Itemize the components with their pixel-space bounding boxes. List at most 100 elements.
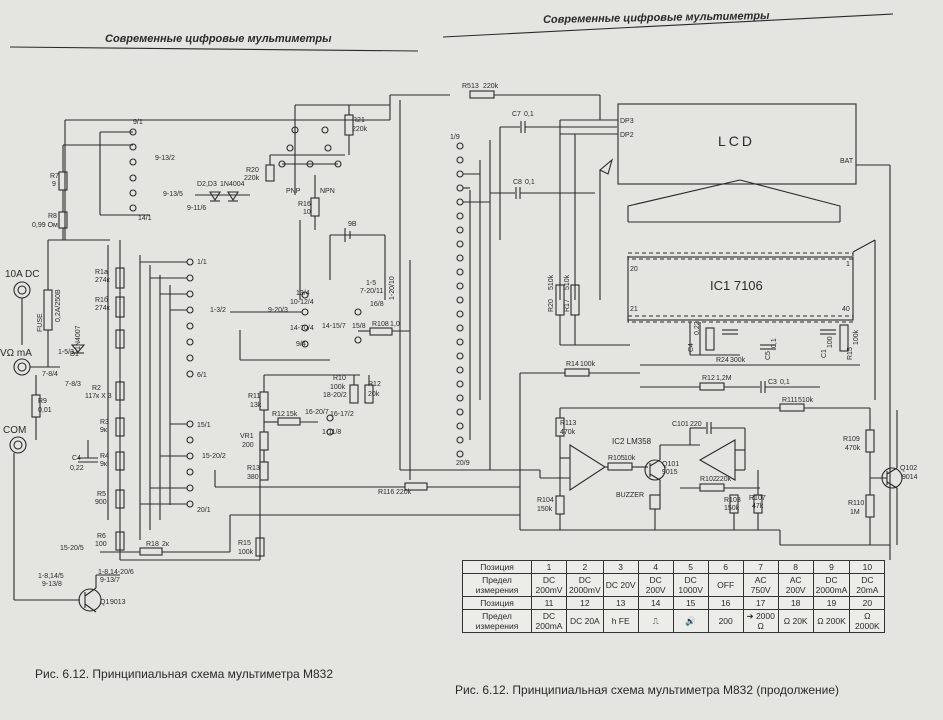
label-r8: R8 <box>48 213 57 220</box>
label-r15r-val: 100k <box>853 329 860 345</box>
label-battery: 9B <box>348 221 357 228</box>
label-r104-val: 150k <box>537 506 553 513</box>
sw-16-20-7: 16-20/7 <box>305 409 329 416</box>
table-cell: 11 <box>531 596 567 610</box>
sw-15-20-5: 15-20/5 <box>60 545 84 552</box>
label-r12a-val: 15k <box>286 411 298 418</box>
sw-1-1: 1/1 <box>197 259 207 266</box>
label-r3-val: 9к <box>100 427 108 434</box>
sw-7-8-4: 7-8/4 <box>42 371 58 378</box>
table-cell: 8 <box>777 560 814 574</box>
table-cell: 20 <box>849 596 886 610</box>
label-r6: R6 <box>97 533 106 540</box>
table-cell: AC 200V <box>777 573 814 597</box>
label-vr1: VR1 <box>240 433 254 440</box>
label-c8-val: 0,1 <box>525 179 535 186</box>
sw-9-11-6: 9-11/6 <box>187 205 206 212</box>
sw-16-17-2: 16-17/2 <box>330 411 354 418</box>
label-r14-val: 100k <box>580 361 596 368</box>
label-r12c: R12 <box>702 375 715 382</box>
sw-1-5-3: 1-5/3 <box>58 349 74 356</box>
sw-13-4: 13/4 <box>296 290 310 297</box>
label-q1: Q1 <box>100 599 109 606</box>
label-r17: R17 <box>564 299 571 312</box>
table-cell: 19 <box>812 596 851 610</box>
label-r16: R16 <box>298 201 311 208</box>
sw-9-13-2: 9-13/2 <box>155 155 175 162</box>
table-cell: 🔊 <box>672 609 709 633</box>
label-c7-val: 0,1 <box>524 111 534 118</box>
label-r15r: R15 <box>847 347 854 360</box>
table-cell: DC 2000mV <box>566 573 604 597</box>
label-r12c-val: 1,2M <box>716 375 732 382</box>
table-cell: DC 1000V <box>672 573 709 597</box>
label-r2: R2 <box>92 385 101 392</box>
label-r109-val: 470k <box>845 445 861 452</box>
table-cell: DC 2000mA <box>812 573 851 597</box>
label-r20: R20 <box>246 167 259 174</box>
label-vr1-val: 200 <box>242 442 254 449</box>
caption-right: Рис. 6.12. Принципиальная схема мультиме… <box>455 683 840 697</box>
label-r104: R104 <box>537 497 554 504</box>
label-r102: R102 <box>700 476 717 483</box>
table-cell: DC 20mA <box>849 573 886 597</box>
position-table: Позиция 1 2 3 4 5 6 7 8 9 10 Предел изме… <box>462 560 886 633</box>
label-r10: R10 <box>333 375 346 382</box>
label-r8-val: 0,99 Ом <box>32 222 58 229</box>
sw-9-13-8: 9-13/8 <box>42 581 62 588</box>
sw-9-13-5: 9-13/5 <box>163 191 183 198</box>
label-r12b: R12 <box>368 381 381 388</box>
label-d2d3-val: 1N4004 <box>220 181 245 188</box>
sw-14-15-7: 14-15/7 <box>322 323 346 330</box>
ic1-pin1: 1 <box>846 261 850 268</box>
table-cell: 9 <box>812 560 851 574</box>
label-r105-val: 10k <box>624 455 636 462</box>
sw-14-1: 14/1 <box>138 215 152 222</box>
lcd-pin-bat: BAT <box>840 158 854 165</box>
label-r109: R109 <box>843 436 860 443</box>
label-c1-val: 100 <box>827 336 834 348</box>
table-cell: AC 750V <box>742 573 779 597</box>
label-r3: R3 <box>100 419 109 426</box>
ic1-label: IC1 7106 <box>710 278 763 293</box>
sw-7-20-11: 7-20/11 <box>360 288 383 295</box>
label-r1a-val: 274к <box>95 277 111 284</box>
sw-1-3-2: 1-3/2 <box>210 307 226 314</box>
sw-1-5: 1-5 <box>366 280 376 287</box>
label-r24: R24 <box>716 357 729 364</box>
label-r17-val: 510k <box>564 274 571 290</box>
label-r116-val: 220k <box>396 489 412 496</box>
sw-1-9: 1/9 <box>450 134 460 141</box>
sw-15-8: 15/8 <box>352 323 366 330</box>
table-cell: 5 <box>672 560 709 574</box>
label-r103: R103 <box>724 497 741 504</box>
sw-9-13-7: 9-13/7 <box>100 577 120 584</box>
label-r11-val: 13k <box>250 402 262 409</box>
label-r110: R110 <box>848 500 864 507</box>
label-r10-val: 100k <box>330 384 346 391</box>
label-r20r-val: 510k <box>548 274 555 290</box>
label-c5: C5 <box>765 351 772 360</box>
label-c101: C101 <box>672 421 689 428</box>
table-cell: 7 <box>742 560 779 574</box>
table-cell: DC 20A <box>566 609 604 633</box>
label-r113: R113 <box>560 420 576 427</box>
label-r2-val: 117к X 3 <box>85 393 112 400</box>
label-fuse-val: 0,2A/250B <box>55 289 62 322</box>
table-cell: Ω 2000K <box>849 609 886 633</box>
table-cell: 2 <box>566 560 604 574</box>
ic1-pin21: 21 <box>630 306 638 313</box>
label-c8: C8 <box>513 179 522 186</box>
label-r16-val: 10 <box>303 209 311 216</box>
sw-1-8-14-5: 1-8,14/5 <box>38 573 64 580</box>
sw-9-20-3: 9-20/3 <box>268 307 288 314</box>
label-r9-val: 0,01 <box>38 407 52 414</box>
table-cell: 1 <box>531 560 567 574</box>
sw-9-4: 9/4 <box>296 341 306 348</box>
lcd-pin-dp2: DP2 <box>620 132 634 139</box>
label-q1-val: 9013 <box>110 599 126 606</box>
label-r24-val: 300k <box>730 357 746 364</box>
label-q101: Q101 <box>662 461 679 468</box>
lcd-pin-dp3: DP3 <box>620 118 634 125</box>
